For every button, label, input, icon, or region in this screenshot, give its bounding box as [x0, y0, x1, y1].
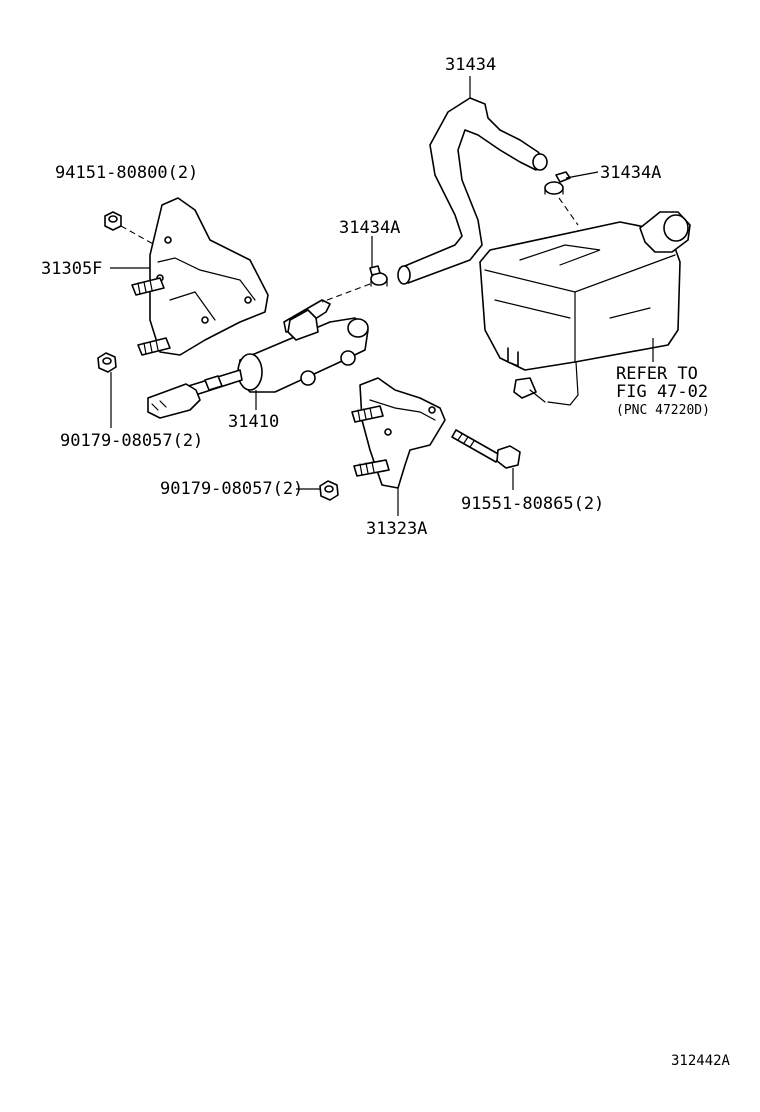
dash-line-clamp-left [321, 283, 371, 303]
bracket-left [131, 197, 269, 356]
label-nut-bottom: 90179-08057(2) [160, 479, 303, 499]
refer-line-3: (PNC 47220D) [616, 403, 710, 418]
bracket-right [351, 377, 446, 489]
nut-left [97, 352, 117, 373]
refer-line-2: FIG 47-02 [616, 382, 708, 402]
dash-line-nut-top [120, 225, 156, 246]
label-bolt: 91551-80865(2) [461, 494, 604, 514]
nut-bottom [319, 480, 339, 501]
refer-line-1: REFER TO [616, 364, 698, 384]
label-master-cylinder: 31410 [228, 412, 279, 432]
hose-clamp-left [369, 265, 388, 287]
leader-clamp-right [565, 171, 599, 179]
reservoir-hose [397, 97, 548, 285]
label-bracket-left: 31305F [41, 259, 102, 279]
label-bracket-right: 31323A [366, 519, 427, 539]
label-hose: 31434 [445, 55, 496, 75]
label-nut-top: 94151-80800(2) [55, 163, 198, 183]
nut-top [104, 211, 122, 231]
flange-bolt [451, 429, 521, 469]
label-clamp-left: 31434A [339, 218, 400, 238]
dash-line-clamp-right [558, 197, 579, 226]
figure-id: 312442A [670, 1053, 730, 1069]
label-nut-left: 90179-08057(2) [60, 431, 203, 451]
reservoir-tank [479, 211, 691, 406]
master-cylinder [147, 299, 369, 419]
label-clamp-right: 31434A [600, 163, 661, 183]
hose-clamp-right [544, 171, 571, 195]
